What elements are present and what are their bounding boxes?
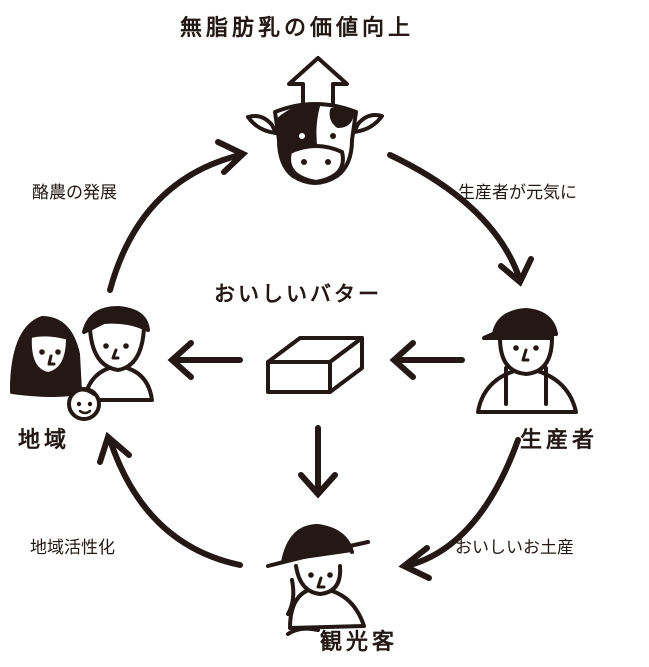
- arrow-left-to-top: [107, 152, 243, 293]
- edge-label-bottom-to-left: 地域活性化: [30, 538, 115, 558]
- node-title-right: 生産者: [520, 428, 599, 453]
- tourist-icon: [266, 524, 370, 636]
- farmer-icon: [476, 308, 578, 414]
- arrow-head-left-to-top: [215, 139, 249, 175]
- edge-label-left-to-top: 酪農の発展: [32, 183, 117, 203]
- arrow-head-center-to-left: [167, 340, 194, 380]
- arrow-top-to-right: [387, 152, 523, 283]
- edge-label-top-to-right: 生産者が元気に: [458, 183, 577, 203]
- arrow-head-top-to-right: [498, 256, 534, 287]
- arrow-head-bottom-to-left: [97, 431, 132, 465]
- edge-label-right-to-bottom: おいしいお土産: [455, 538, 574, 558]
- node-title-center: おいしいバター: [214, 282, 382, 306]
- cow-with-up-arrow-icon: [246, 56, 384, 185]
- arrow-head-right-to-center: [389, 340, 416, 380]
- butter-block-icon: [266, 336, 364, 394]
- family-icon: [10, 306, 154, 421]
- node-title-top: 無脂肪乳の価値向上: [180, 16, 415, 41]
- arrow-bottom-to-left: [107, 437, 243, 568]
- node-title-bottom: 観光客: [320, 630, 399, 655]
- node-title-left: 地域: [18, 428, 71, 453]
- arrow-head-center-to-bottom: [298, 472, 338, 499]
- arrow-head-right-to-bottom: [398, 545, 432, 581]
- arrow-right-to-bottom: [407, 437, 521, 568]
